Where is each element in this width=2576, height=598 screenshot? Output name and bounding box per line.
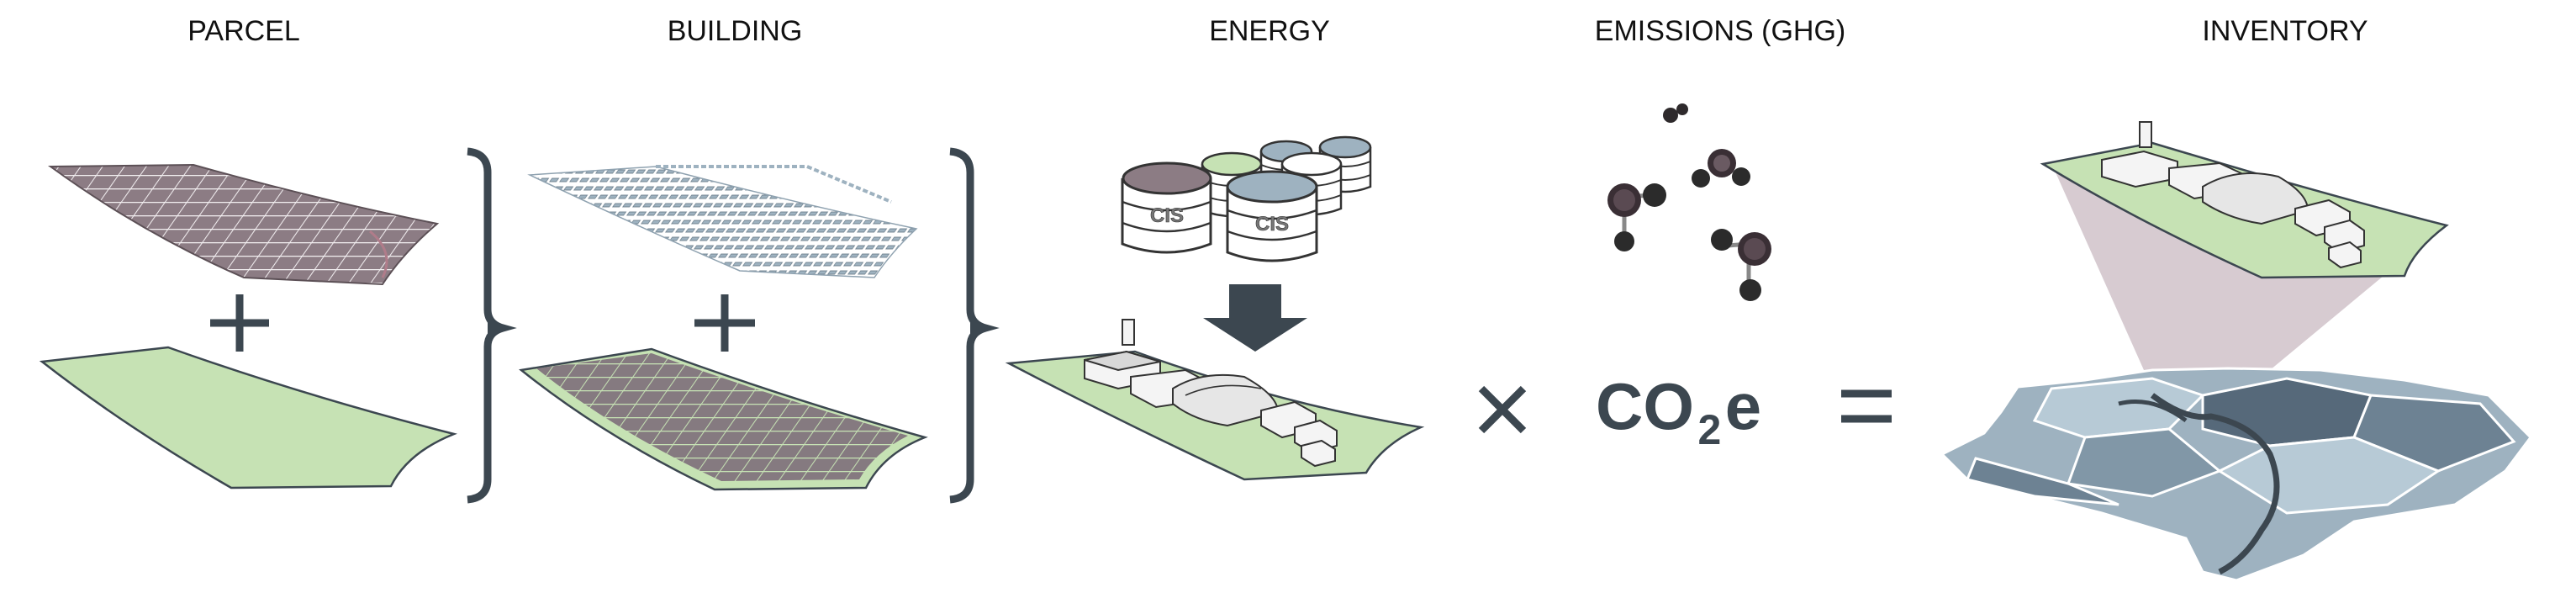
inventory-title: INVENTORY: [2202, 15, 2368, 47]
co2e-suffix: e: [1725, 369, 1761, 443]
regional-map: [1940, 367, 2532, 582]
facility-on-parcel-inventory: [2040, 121, 2449, 279]
parcel-layer: [47, 163, 440, 286]
facility-on-parcel: [1005, 319, 1425, 481]
bracket-2: [949, 147, 1000, 504]
co2e-label: CO 2 e: [1596, 369, 1761, 453]
plus-sign: [210, 294, 269, 352]
energy-title: ENERGY: [1209, 15, 1330, 47]
molecule-icon: [1607, 103, 1771, 301]
plus-sign: [694, 294, 755, 352]
ground-layer: [39, 346, 458, 490]
svg-text:CO 2 e: CO 2 e: [1596, 369, 1761, 453]
building-footprints-layer: [527, 165, 918, 278]
bracket-1: [467, 147, 517, 504]
database-icon: CIS CIS: [1121, 135, 1372, 262]
building-title: BUILDING: [667, 15, 803, 47]
database-label: CIS: [1255, 213, 1289, 235]
database-label: CIS: [1150, 204, 1184, 227]
multiply-sign: [1478, 385, 1527, 434]
down-arrow-icon: [1203, 284, 1307, 352]
equals-sign: [1841, 389, 1892, 423]
emissions-title: EMISSIONS (GHG): [1594, 15, 1846, 47]
co2e-prefix: CO: [1596, 369, 1694, 443]
parcel-title: PARCEL: [187, 15, 300, 47]
parcel-on-ground-layer: [519, 347, 928, 491]
co2e-subscript: 2: [1697, 406, 1721, 453]
